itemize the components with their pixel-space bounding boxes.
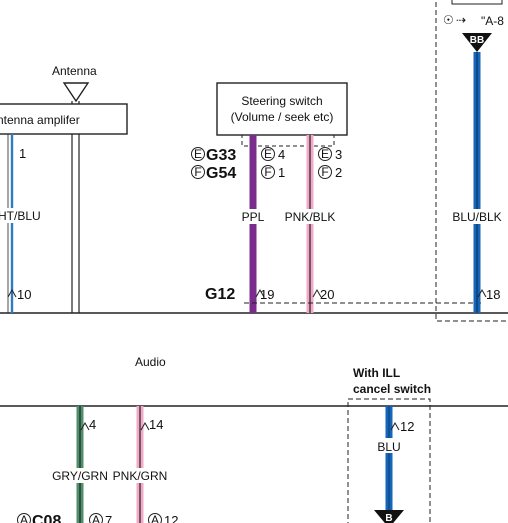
pin-tick	[7, 288, 17, 298]
connector-b-symbol	[374, 510, 404, 523]
ref-marker-icon: ☉	[443, 13, 454, 27]
pin-ppl-f: 1	[278, 165, 285, 180]
wire-label-bg	[240, 209, 267, 224]
connector-c08: C08	[32, 513, 61, 523]
wire-label-bg	[375, 438, 403, 453]
pin-ppl-f-variant: F	[264, 165, 271, 179]
wire-ppl-label: PPL	[242, 210, 265, 224]
ill-cancel-sublabel: cancel switch	[353, 382, 431, 396]
variant-a-letter: A	[20, 513, 28, 523]
top-right-ref: "A-8	[481, 14, 504, 28]
pin-pnk-f-variant: F	[321, 165, 328, 179]
audio-label: Audio	[135, 355, 166, 369]
variant-e-circle	[191, 147, 205, 161]
pin-c08-7-variant: A	[92, 513, 100, 523]
right-module-dashed	[435, 0, 508, 322]
steering-connector-dashed	[241, 134, 335, 147]
wire-label-bg	[285, 209, 335, 224]
wire-lt-blu-label: HT/BLU	[0, 209, 41, 223]
wire-gry-grn-label: GRY/GRN	[52, 469, 108, 483]
pin-pnk-grn-audio: 14	[149, 417, 163, 432]
pin-tick	[312, 288, 322, 298]
wire-blu-blk-label: BLU/BLK	[452, 210, 501, 224]
antenna-amplifier-label: ntenna amplifer	[0, 113, 80, 127]
pin-c08-12: 12	[164, 513, 178, 523]
pin-pnk-f-circle	[318, 165, 332, 179]
variant-f-circle	[191, 165, 205, 179]
wire-pnk-blk-label: PNK/BLK	[285, 210, 336, 224]
wire-blu-label: BLU	[377, 440, 400, 454]
pin-tick	[255, 288, 265, 298]
connector-g12: G12	[205, 286, 235, 303]
ill-cancel-dashed	[347, 398, 431, 523]
ill-cancel-label: With ILL	[353, 366, 400, 380]
pin-ppl-g12: 19	[260, 287, 274, 302]
pin-gry-grn-audio: 4	[89, 417, 96, 432]
pin-pnk-e-circle	[318, 147, 332, 161]
pin-ppl-f-circle	[261, 165, 275, 179]
antenna-amplifier-box	[0, 103, 128, 135]
wire-label-bg	[0, 208, 36, 223]
wire-label-bg	[113, 468, 167, 483]
variant-a-circle	[17, 513, 31, 523]
antenna-symbol	[62, 82, 90, 103]
pin-pnk-e-variant: E	[321, 147, 329, 161]
connector-bb: BB	[470, 35, 484, 46]
pin-amp-bottom: 10	[17, 287, 31, 302]
pin-tick	[390, 421, 400, 431]
connector-b: B	[385, 513, 392, 523]
connector-bb-symbol	[462, 33, 492, 52]
pin-c08-7: 7	[105, 513, 112, 523]
wire-label-bg	[453, 209, 501, 224]
top-right-box	[451, 0, 503, 5]
pin-c08-12-variant: A	[151, 513, 159, 523]
pin-pnk-f: 2	[335, 165, 342, 180]
wire-pnk-grn-label: PNK/GRN	[113, 469, 168, 483]
steering-switch-box	[216, 82, 348, 136]
steering-switch-label: Steering switch	[241, 94, 322, 108]
ref-arrow-icon: ⇢	[456, 13, 466, 27]
pin-ppl-e-variant: E	[264, 147, 272, 161]
pin-tick	[140, 421, 150, 431]
antenna-label: Antenna	[52, 64, 97, 78]
steering-switch-sublabel: (Volume / seek etc)	[231, 110, 334, 124]
pin-tick	[477, 288, 487, 298]
pin-tick	[80, 421, 90, 431]
wire-label-bg	[53, 468, 107, 483]
pin-amp-top: 1	[19, 146, 26, 161]
connector-g33: G33	[206, 147, 236, 164]
pin-c08-7-circle	[89, 513, 103, 523]
pin-ppl-e: 4	[278, 147, 285, 162]
pin-pnk-e: 3	[335, 147, 342, 162]
connector-g54: G54	[206, 165, 236, 182]
variant-f-letter: F	[194, 165, 201, 179]
variant-e-letter: E	[194, 147, 202, 161]
pin-ppl-e-circle	[261, 147, 275, 161]
pin-blu-blk-g12: 18	[486, 287, 500, 302]
pin-blu-ill: 12	[400, 419, 414, 434]
pin-pnk-g12: 20	[320, 287, 334, 302]
pin-c08-12-circle	[148, 513, 162, 523]
